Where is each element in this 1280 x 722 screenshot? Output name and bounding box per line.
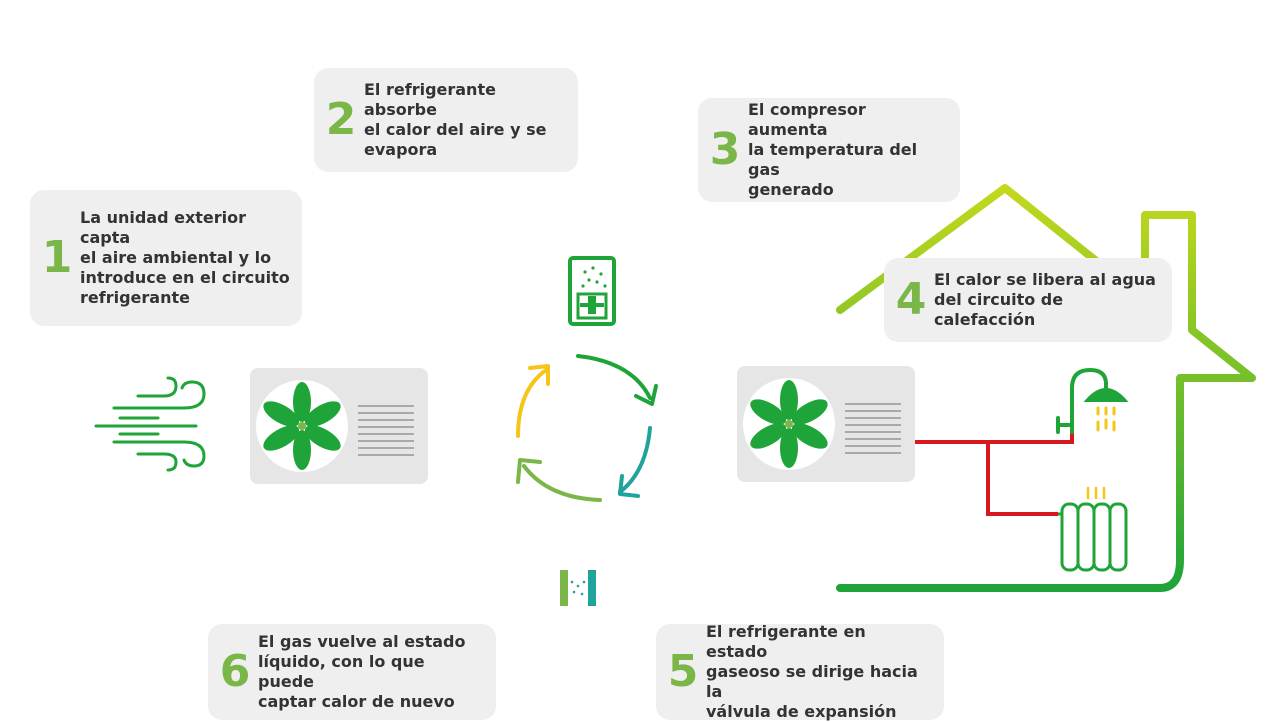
step-text: El compresor aumenta la temperatura del … [748,100,918,199]
step-text: La unidad exterior capta el aire ambient… [80,208,290,307]
house-outline [836,184,1256,592]
shower-water-drops [1096,406,1116,432]
step-text: El calor se libera al agua del circuito … [934,270,1156,329]
step-number: 5 [667,646,699,697]
step-number: 1 [41,232,73,283]
step-text: El gas vuelve al estado líquido, con lo … [258,632,466,711]
step-box-1: 1 La unidad exterior capta el aire ambie… [30,190,302,326]
expansion-valve-icon [560,570,596,606]
step-box-5: 5 El refrigerante en estado gaseoso se d… [656,622,944,721]
indoor-unit [737,366,915,482]
step-box-6: 6 El gas vuelve al estado líquido, con l… [208,624,496,720]
outdoor-unit [250,368,428,484]
shower-icon [1056,367,1129,434]
step-box-4: 4 El calor se libera al agua del circuit… [884,258,1172,342]
radiator-heat-marks [1086,486,1106,500]
step-box-3: 3 El compresor aumenta la temperatura de… [698,98,960,202]
cycle-arrows-icon [516,354,658,502]
wind-icon [94,376,206,472]
vent-grille [845,403,901,454]
compressor-icon [568,256,616,326]
step-text: El refrigerante absorbe el calor del air… [364,80,547,159]
hot-water-lines [914,418,1074,516]
step-number: 2 [325,94,357,145]
step-text: El refrigerante en estado gaseoso se dir… [706,622,918,721]
step-number: 4 [895,274,927,325]
step-box-2: 2 El refrigerante absorbe el calor del a… [314,68,578,172]
step-number: 3 [709,124,741,175]
vent-grille [358,405,414,456]
flow-marks [385,269,805,591]
radiator-icon [1058,502,1128,572]
fan-icon [263,382,341,470]
step-number: 6 [219,646,251,697]
fan-icon [750,380,828,468]
